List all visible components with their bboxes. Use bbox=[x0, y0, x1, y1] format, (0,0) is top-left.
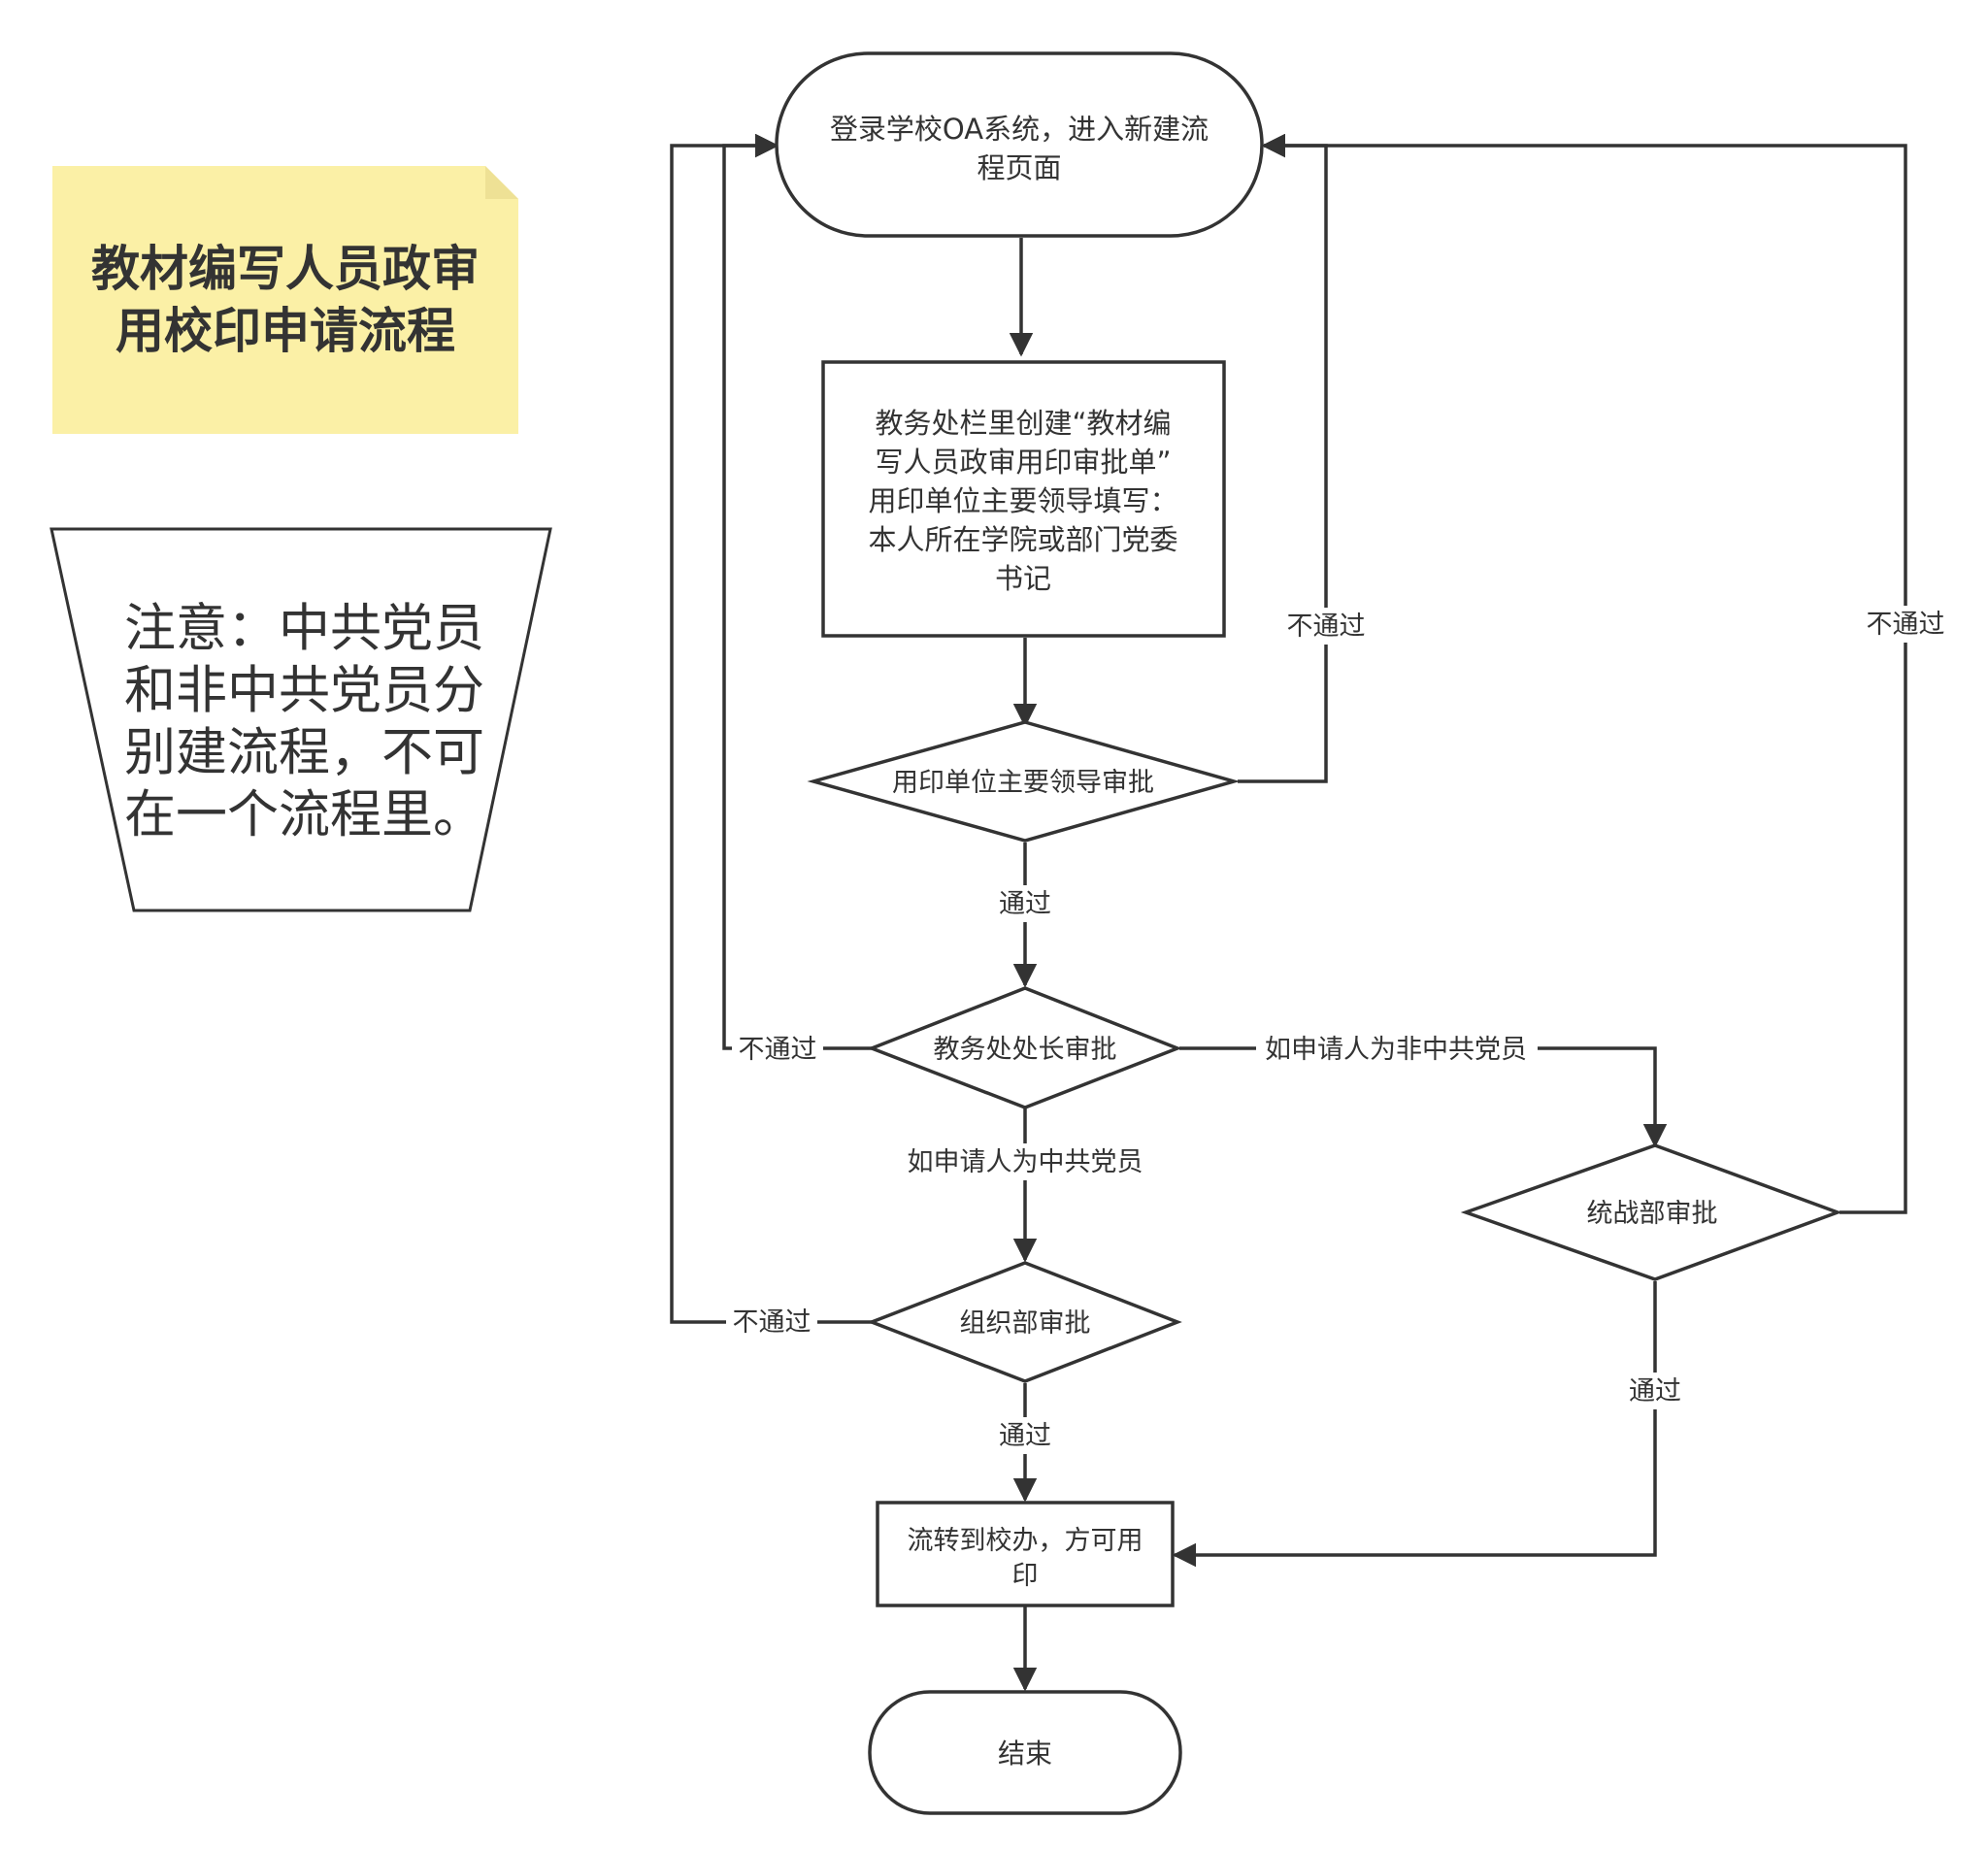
dean-approval-label: 教务处处长审批 bbox=[934, 1035, 1117, 1065]
title-line-2: 用校印申请流程 bbox=[116, 302, 455, 359]
caution-line-3: 别建流程，不可 bbox=[124, 723, 484, 782]
node-create-form: 教务处栏里创建“教材编 写人员政审用印审批单” 用印单位主要领导填写： 本人所在… bbox=[821, 360, 1226, 638]
edge-label-united-front-pass: 通过 bbox=[1629, 1376, 1681, 1406]
dean-approval-decision-shape bbox=[867, 986, 1182, 1109]
caution-line-1: 注意：中共党员 bbox=[124, 599, 484, 658]
edge-label-unit-pass: 通过 bbox=[999, 889, 1051, 919]
node-start: 登录学校OA系统，进入新建流 程页面 bbox=[775, 51, 1264, 238]
caution-note: 注意：中共党员 和非中共党员分 别建流程，不可 在一个流程里。 bbox=[50, 527, 552, 912]
united-front-approval-decision-shape bbox=[1460, 1143, 1843, 1281]
org-dept-approval-decision-shape bbox=[867, 1261, 1182, 1383]
org-dept-approval-label: 组织部审批 bbox=[960, 1308, 1091, 1339]
title-note-body bbox=[52, 166, 518, 434]
edge-united-front-pass-to-transfer bbox=[1172, 1281, 1657, 1568]
create-form-line-3: 用印单位主要领导填写： bbox=[868, 484, 1177, 517]
edge-label-org-reject: 不通过 bbox=[733, 1307, 812, 1338]
create-form-line-1: 教务处栏里创建“教材编 bbox=[875, 407, 1171, 440]
edge-unit-reject-to-start bbox=[1238, 133, 1328, 783]
create-form-process-shape bbox=[821, 360, 1226, 638]
node-end: 结束 bbox=[868, 1690, 1182, 1815]
edge-label-unit-reject: 不通过 bbox=[1287, 612, 1366, 642]
unit-leader-approval-label: 用印单位主要领导审批 bbox=[892, 768, 1154, 798]
start-line-1: 登录学校OA系统，进入新建流 bbox=[830, 113, 1209, 146]
node-dean-approval: 教务处处长审批 bbox=[867, 986, 1182, 1109]
edge-label-dean-to-united-front: 如申请人为非中共党员 bbox=[1265, 1035, 1527, 1065]
title-note-fold bbox=[485, 166, 518, 199]
node-org-dept-approval: 组织部审批 bbox=[867, 1261, 1182, 1383]
create-form-line-5: 书记 bbox=[995, 562, 1051, 595]
transfer-office-line-2: 印 bbox=[1012, 1561, 1039, 1591]
node-united-front-approval: 统战部审批 bbox=[1460, 1143, 1843, 1281]
edge-label-dean-to-org: 如申请人为中共党员 bbox=[908, 1147, 1143, 1177]
transfer-office-process-shape bbox=[876, 1501, 1175, 1607]
edge-labels: 不通过 不通过 通过 不通过 如申请人为非中共党员 如申请人为中共党员 不通过 … bbox=[726, 606, 1951, 1454]
create-form-line-4: 本人所在学院或部门党委 bbox=[868, 523, 1177, 556]
caution-note-shape bbox=[50, 527, 552, 912]
caution-line-4: 在一个流程里。 bbox=[124, 785, 484, 844]
title-line-1: 教材编写人员政审 bbox=[91, 240, 480, 297]
title-note: 教材编写人员政审 用校印申请流程 bbox=[52, 166, 518, 434]
create-form-line-2: 写人员政审用印审批单” bbox=[875, 446, 1171, 479]
unit-leader-approval-decision-shape bbox=[807, 720, 1241, 843]
edge-united-front-reject-to-start bbox=[1261, 133, 1907, 1214]
end-terminal-shape bbox=[868, 1690, 1182, 1815]
end-label: 结束 bbox=[998, 1737, 1052, 1770]
caution-line-2: 和非中共党员分 bbox=[124, 661, 484, 720]
start-terminal-shape bbox=[775, 51, 1264, 238]
node-transfer-office: 流转到校办，方可用 印 bbox=[876, 1501, 1175, 1607]
edge-label-org-pass: 通过 bbox=[999, 1421, 1051, 1451]
united-front-approval-label: 统战部审批 bbox=[1587, 1199, 1718, 1229]
edge-label-united-front-reject: 不通过 bbox=[1867, 610, 1945, 640]
edge-label-dean-reject: 不通过 bbox=[739, 1035, 817, 1065]
transfer-office-line-1: 流转到校办，方可用 bbox=[908, 1526, 1143, 1556]
node-unit-leader-approval: 用印单位主要领导审批 bbox=[807, 720, 1241, 843]
edge-org-reject-to-start bbox=[670, 133, 872, 1324]
start-line-2: 程页面 bbox=[977, 151, 1061, 184]
